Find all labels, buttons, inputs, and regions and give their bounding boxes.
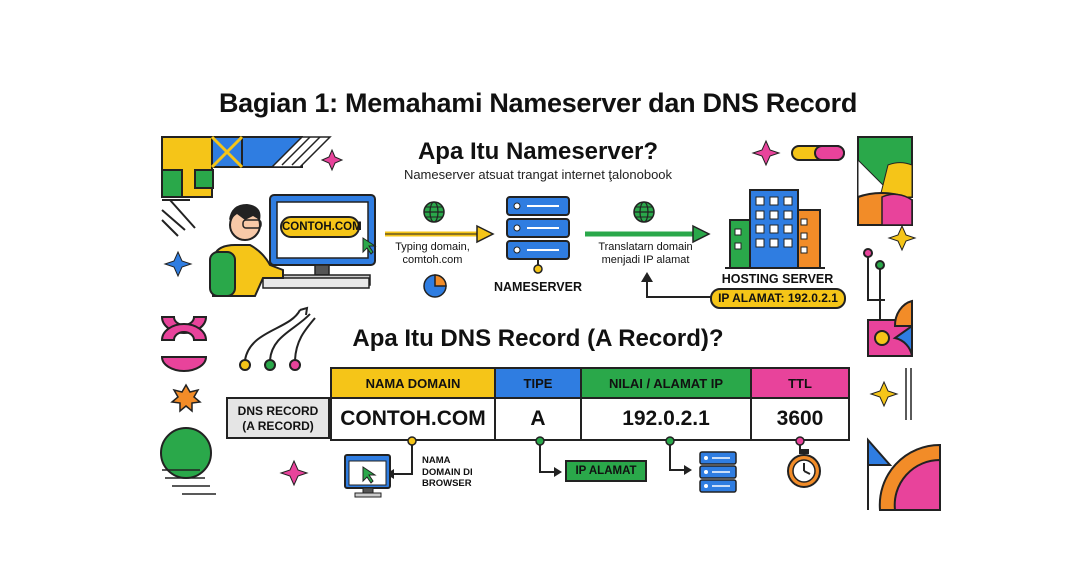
- column-header-ttl: TTL: [750, 367, 850, 399]
- browser-note-line3: BROWSER: [422, 478, 472, 489]
- sparkle-icon: [751, 139, 781, 167]
- step1-caption-line2: comtoh.com: [402, 254, 463, 266]
- server-stack-icon: [699, 451, 737, 493]
- ip-address-badge: IP ALAMAT: 192.0.2.1: [710, 288, 846, 309]
- url-bar: CONTOH.COM: [280, 216, 362, 238]
- section-title-nameserver: Apa Itu Nameserver?: [417, 138, 659, 165]
- corner-pattern-top-right: [857, 136, 913, 226]
- starburst-icon: [170, 383, 202, 413]
- dns-record-table: NAMA DOMAIN TIPE NILAI / ALAMAT IP TTL C…: [330, 367, 850, 441]
- table-connectors: [386, 436, 805, 479]
- section-title-dns-record: Apa Itu DNS Record (A Record)?: [352, 325, 724, 352]
- browser-window-icon: [344, 454, 391, 498]
- corner-pattern-bottom-right: [867, 437, 941, 511]
- sparkle-icon: [320, 148, 344, 172]
- step2-caption-line2: menjadi IP alamat: [601, 254, 690, 266]
- dns-record-row-label: DNS RECORD (A RECORD): [226, 397, 330, 439]
- column-header-type: TIPE: [494, 367, 582, 399]
- table-row: CONTOH.COM A 192.0.2.1 3600: [330, 397, 850, 441]
- circuit-node: [863, 248, 885, 320]
- table-header-row: NAMA DOMAIN TIPE NILAI / ALAMAT IP TTL: [330, 367, 850, 399]
- branch-arrows: [239, 306, 316, 371]
- green-circle-shape: [160, 427, 216, 495]
- cell-ttl: 3600: [750, 397, 850, 441]
- row-label-line1: DNS RECORD: [237, 404, 319, 418]
- browser-note-line2: DOMAIN DI: [422, 466, 473, 478]
- nameserver-icon: [506, 196, 570, 274]
- globe-icon: [633, 201, 655, 223]
- magnet-shape: [160, 316, 208, 372]
- step2-caption-line1: Translatarn domain: [598, 241, 693, 253]
- person-at-computer-icon: [209, 194, 377, 297]
- cell-type: A: [494, 397, 582, 441]
- stripe-lines: [905, 368, 912, 420]
- clock-icon: [787, 449, 821, 488]
- sparkle-icon: [163, 250, 193, 278]
- sparkle-icon: [887, 224, 917, 252]
- step1-caption-line1: Typing domain,: [395, 241, 470, 253]
- browser-note-line1: NAMA: [422, 455, 451, 466]
- cell-domain: CONTOH.COM: [330, 397, 496, 441]
- column-header-value: NILAI / ALAMAT IP: [580, 367, 752, 399]
- pill-shape: [791, 145, 845, 161]
- browser-note: NAMA DOMAIN DI BROWSER: [422, 455, 492, 490]
- nameserver-label: NAMESERVER: [494, 280, 582, 294]
- ip-address-tag: IP ALAMAT: [565, 460, 647, 482]
- row-label-line2: (A RECORD): [242, 419, 314, 433]
- globe-icon: [423, 201, 445, 223]
- arrow-right-icon: [385, 224, 495, 244]
- cell-value: 192.0.2.1: [580, 397, 752, 441]
- section-subtitle: Nameserver atsuat trangat internet ţalon…: [403, 167, 673, 182]
- return-arrow-icon: [641, 272, 711, 298]
- hosting-server-label: HOSTING SERVER: [721, 272, 834, 286]
- arrow-right-icon: [585, 224, 711, 244]
- hosting-building-icon: [725, 189, 825, 269]
- gear-block: [867, 299, 913, 357]
- sparkle-icon: [279, 459, 309, 487]
- page-title: Bagian 1: Memahami Nameserver dan DNS Re…: [218, 88, 858, 118]
- column-header-domain: NAMA DOMAIN: [330, 367, 496, 399]
- corner-pattern-top-left: [161, 135, 332, 237]
- sparkle-icon: [869, 380, 899, 408]
- pie-chart-icon: [423, 274, 447, 298]
